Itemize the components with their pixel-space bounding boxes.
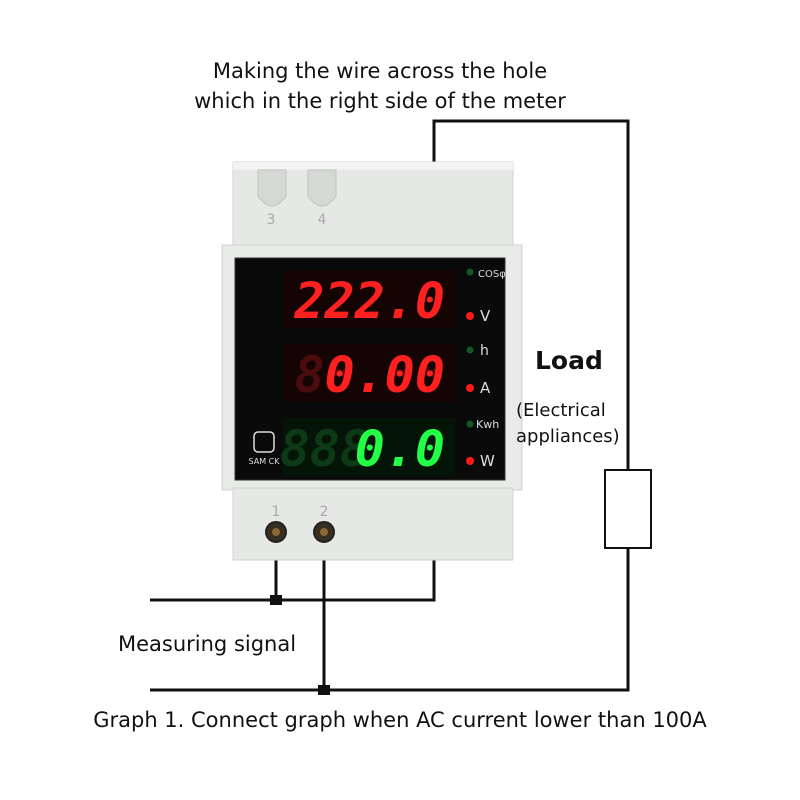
display-row-2-value: 0.00 (325, 346, 445, 404)
indicator-label-w: W (480, 452, 495, 470)
indicator-led-cos (466, 268, 474, 276)
display-row-3-window (283, 418, 455, 476)
measuring-signal-label: Measuring signal (118, 632, 297, 656)
indicator-label-kwh: Kwh (476, 418, 499, 431)
sam-ck-label: SAM CK (249, 457, 281, 466)
indicator-led-w (466, 457, 474, 465)
display-row-2-window (283, 344, 455, 402)
display-row-3-ghost: 888 (280, 420, 370, 478)
top-instruction: Making the wire across the hole which in… (0, 56, 760, 116)
display-row-1-window (283, 270, 455, 328)
load-title: Load (535, 346, 603, 375)
figure-caption: Graph 1. Connect graph when AC current l… (93, 708, 707, 732)
display-row-3-value: 0.0 (355, 420, 445, 478)
terminal-label-3: 3 (267, 212, 276, 228)
indicator-label-cos: COSφ (478, 269, 506, 280)
indicator-led-kwh (466, 420, 474, 428)
terminal-label-4: 4 (318, 212, 327, 228)
wire-load-to-bottom-line (150, 548, 630, 692)
junction-lower (318, 685, 330, 695)
top-instruction-line1: Making the wire across the hole (212, 59, 548, 83)
indicator-label-a: A (480, 379, 491, 397)
display-row-2-ghost: 88.88 (294, 346, 445, 404)
indicator-label-v: V (480, 307, 491, 325)
junction-upper (270, 595, 282, 605)
indicator-led-h (466, 346, 474, 354)
load-subtitle-line1: (Electrical (516, 400, 606, 421)
wire-top-to-load (432, 119, 630, 470)
wire-upper-line (150, 560, 436, 602)
indicator-led-v (466, 312, 474, 320)
indicator-label-h: h (480, 343, 489, 359)
terminal-label-2: 2 (320, 504, 329, 520)
sam-ck-button (253, 431, 275, 453)
load-subtitle-line2: appliances) (516, 426, 620, 447)
display-row-1-value: 222.0 (293, 272, 445, 330)
top-instruction-line2: which in the right side of the meter (194, 89, 566, 113)
top-slot-4 (307, 169, 337, 207)
terminal-label-1: 1 (272, 504, 281, 520)
wires (150, 119, 630, 692)
load-resistor (604, 469, 652, 549)
top-slot-3 (257, 169, 287, 207)
load-subtitle: (Electrical appliances) (516, 398, 620, 450)
indicator-led-a (466, 384, 474, 392)
meter-body: 3 4 1 2 222.0 88.88 0.00 888 0.0 COSφ V … (221, 161, 523, 561)
meter-top-edge (233, 162, 513, 170)
